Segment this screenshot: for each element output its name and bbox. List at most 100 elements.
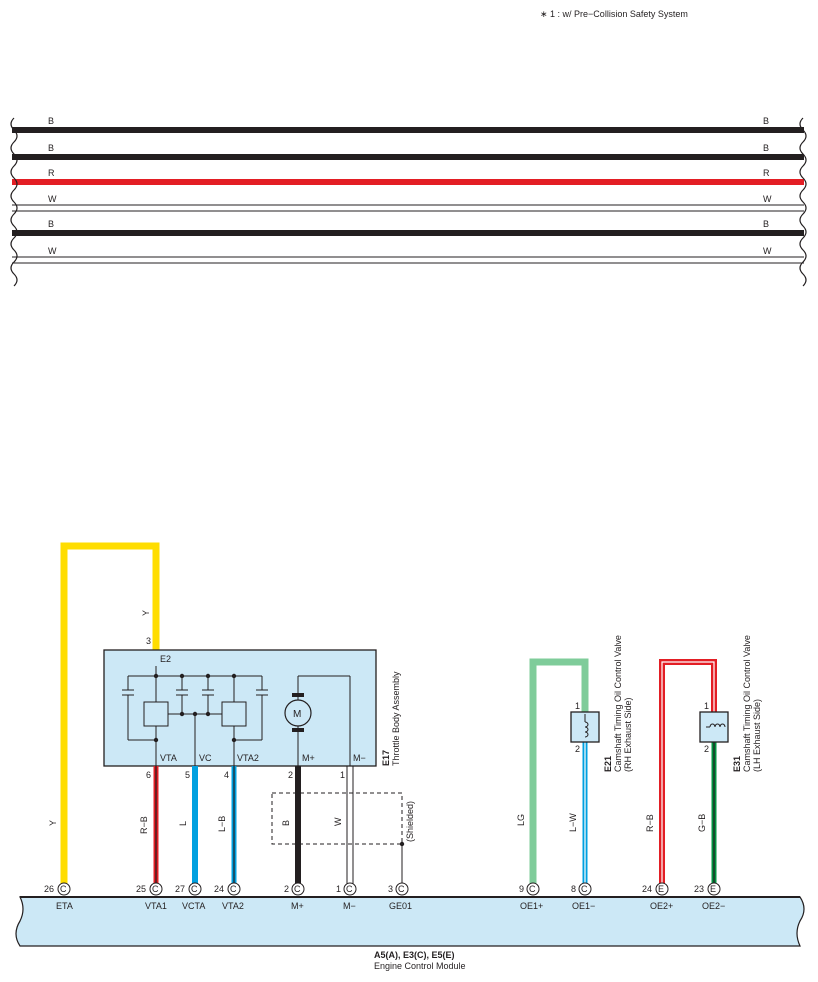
ecm-pin-label: OE1+ xyxy=(520,901,543,911)
ecm-pin: 8 C OE1− xyxy=(571,882,595,911)
wire-m-minus: W xyxy=(333,766,354,884)
ecm-pin-label: GE01 xyxy=(389,901,412,911)
valve-lh-side: (LH Exhaust Side) xyxy=(752,699,762,772)
wire-vta2: L−B xyxy=(217,766,237,884)
bus-wire: B B xyxy=(12,219,804,236)
wire-oe1-plus: LG xyxy=(516,658,589,884)
coil-icon xyxy=(709,723,726,728)
ecm-pin-label: OE2+ xyxy=(650,901,673,911)
ecm-pin-connector: C xyxy=(191,884,198,894)
valve-lh: 1 2 E31 Camshaft Timing Oil Control Valv… xyxy=(699,635,762,772)
bus-wire-label-right: B xyxy=(763,116,769,126)
ecm-pin-number: 9 xyxy=(519,884,524,894)
bus-wire: R R xyxy=(12,168,804,185)
ecm-connectors: A5(A), E3(C), E5(E) xyxy=(374,950,455,960)
wire-m-plus: B xyxy=(281,766,301,884)
schematic-junctions xyxy=(153,673,237,743)
shield-box: (Shielded) xyxy=(271,792,415,884)
ecm-name: Engine Control Module xyxy=(374,961,466,971)
ecm-pins: 26 C ETA 25 C VTA1 27 C VCTA 24 C VTA2 2… xyxy=(44,882,725,911)
throttle-pin-top: 3 xyxy=(146,636,151,646)
ecm-pin-number: 23 xyxy=(694,884,704,894)
valve-rh-pin1: 1 xyxy=(575,701,580,711)
bus-wire-label-left: B xyxy=(48,116,54,126)
wire-label: L−W xyxy=(568,813,578,832)
throttle-motor: M xyxy=(284,675,351,766)
ecm-pin-label: VCTA xyxy=(182,901,205,911)
coil-icon xyxy=(584,721,589,738)
valve-lh-name: Camshaft Timing Oil Control Valve xyxy=(742,635,752,772)
wire-eta-e2-loop: Y Y xyxy=(48,542,160,884)
ecm-pin-connector: C xyxy=(152,884,159,894)
ecm-module xyxy=(15,896,805,947)
wire-label: W xyxy=(333,817,343,826)
ecm-pin-label: VTA1 xyxy=(145,901,167,911)
throttle-terminal: M− xyxy=(353,753,366,763)
ecm-pin-label: VTA2 xyxy=(222,901,244,911)
ecm-pin: 1 C M− xyxy=(336,882,357,911)
bus-wire: W W xyxy=(12,194,804,212)
ecm-pin-label: OE2− xyxy=(702,901,725,911)
wire-vcta: L xyxy=(178,766,198,884)
bus-wire: W W xyxy=(12,246,804,264)
bus-wire-label-left: R xyxy=(48,168,55,178)
ecm-pin-label: ETA xyxy=(56,901,73,911)
wire-label: R−B xyxy=(139,816,149,834)
wire-label: LG xyxy=(516,814,526,826)
wire-oe2-minus: G−B xyxy=(697,742,717,884)
bus-wire-label-left: W xyxy=(48,194,57,204)
ecm-pin-number: 24 xyxy=(214,884,224,894)
ecm-pin: 9 C OE1+ xyxy=(519,882,543,911)
system-note: ∗ 1 : w/ Pre−Collision Safety System xyxy=(540,9,688,19)
ecm-pin: 2 C M+ xyxy=(284,882,305,911)
bus-wire: B B xyxy=(12,143,804,160)
wire-oe1-minus: L−W xyxy=(568,742,588,884)
valve-rh-code: E21 xyxy=(603,756,613,772)
ecm-pin-connector: C xyxy=(60,884,67,894)
ecm-pin-number: 8 xyxy=(571,884,576,894)
bus-wire-label-right: R xyxy=(763,168,770,178)
ecm-pin-label: OE1− xyxy=(572,901,595,911)
wire-label-eta: Y xyxy=(48,820,58,826)
ecm-pin-number: 1 xyxy=(336,884,341,894)
ecm-pin-label: M+ xyxy=(291,901,304,911)
ecm-pin-connector: C xyxy=(529,884,536,894)
valve-lh-pin1: 1 xyxy=(704,701,709,711)
throttle-code: E17 xyxy=(381,750,391,766)
ecm-pin-number: 3 xyxy=(388,884,393,894)
ecm-pin-number: 25 xyxy=(136,884,146,894)
ecm-pin-connector: E xyxy=(658,884,664,894)
shielded-label: (Shielded) xyxy=(405,801,415,842)
throttle-terminal: VTA xyxy=(160,753,177,763)
bus-wire-label-left: W xyxy=(48,246,57,256)
bus-wire-label-left: B xyxy=(48,143,54,153)
wire-label-e2: Y xyxy=(141,610,151,616)
throttle-name: Throttle Body Assembly xyxy=(391,671,401,766)
ecm-pin-connector: E xyxy=(710,884,716,894)
ecm-pin-number: 24 xyxy=(642,884,652,894)
ecm-pin-connector: C xyxy=(230,884,237,894)
ecm-pin-connector: C xyxy=(346,884,353,894)
valve-rh-side: (RH Exhaust Side) xyxy=(623,697,633,772)
ecm-pin-number: 2 xyxy=(284,884,289,894)
break-mark-left xyxy=(10,117,18,287)
ecm-pin: 27 C VCTA xyxy=(175,882,205,911)
ecm-pin-connector: C xyxy=(581,884,588,894)
throttle-pin: 1 xyxy=(340,770,345,780)
ecm-pin-connector: C xyxy=(294,884,301,894)
throttle-terminal-e2: E2 xyxy=(160,654,171,664)
bus-wires: B B B B R R W W B B xyxy=(10,116,807,287)
motor-icon: M xyxy=(293,709,301,720)
wire-label: L xyxy=(178,821,188,826)
wire-oe2-plus: R−B xyxy=(645,659,717,884)
bus-wire: B B xyxy=(12,116,804,133)
ecm-pin-connector: C xyxy=(398,884,405,894)
bus-wire-label-right: W xyxy=(763,246,772,256)
bus-wire-label-right: B xyxy=(763,143,769,153)
ecm-pin: 23 E OE2− xyxy=(694,882,725,911)
throttle-pin: 5 xyxy=(185,770,190,780)
throttle-terminal: VC xyxy=(199,753,212,763)
valve-lh-pin2: 2 xyxy=(704,744,709,754)
bus-wire-label-right: W xyxy=(763,194,772,204)
